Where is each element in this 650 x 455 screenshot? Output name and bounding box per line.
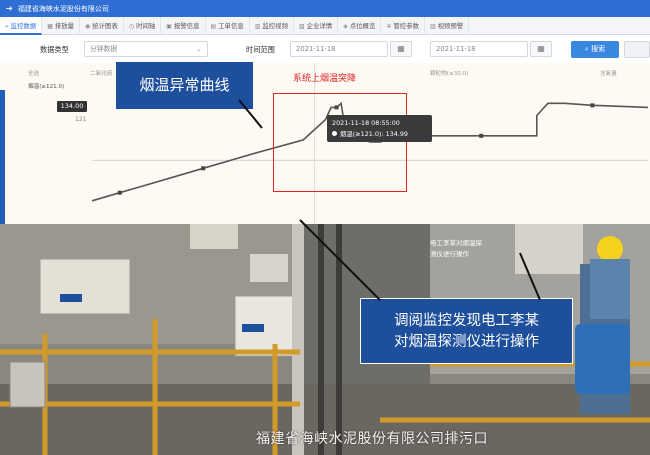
video-icon: ▥ — [254, 23, 261, 30]
photo-watermark: 福建省海峡水泥股份有限公司排污口 — [256, 431, 488, 447]
data-point — [590, 103, 595, 108]
chart-icon: ▦ — [47, 23, 53, 30]
tab-emissions[interactable]: ▦排放量 — [42, 17, 81, 35]
legend-item[interactable]: 含氧量 — [600, 71, 617, 77]
left-edge-strip — [0, 90, 5, 224]
tab-alarms[interactable]: ▣报警信息 — [161, 17, 206, 35]
calendar-icon[interactable]: ▦ — [390, 41, 412, 57]
search-icon: ⌕ — [584, 45, 592, 53]
photo-note: 电工李某对烟温探 测仪进行操作 — [430, 239, 482, 258]
drop-highlight-box — [273, 93, 407, 192]
end-date-input[interactable]: 2021-11-18 — [430, 41, 528, 57]
legend-item[interactable]: 二氧化硫 — [90, 71, 113, 77]
bell-icon: ▣ — [166, 23, 172, 30]
tab-point-overview[interactable]: ◈点位概览 — [338, 17, 382, 35]
search-button[interactable]: ⌕ 搜索 — [571, 41, 619, 58]
legend-item[interactable]: 全选 — [28, 71, 40, 77]
y-marker-label: 134.00 — [57, 101, 87, 112]
tab-work-orders[interactable]: ▤工单信息 — [206, 17, 250, 35]
tab-monitor-video[interactable]: ▥监控视频 — [250, 17, 294, 35]
tab-statistics[interactable]: ◉统计图表 — [80, 17, 124, 35]
series-dot-icon — [332, 131, 337, 136]
video-icon: ▥ — [429, 23, 436, 30]
clock-icon: ◷ — [128, 23, 135, 30]
data-point — [479, 133, 484, 138]
photo-caption-callout: 调阅监控发现电工李某 对烟温探测仪进行操作 — [360, 298, 573, 364]
line-chart-icon: ⌁ — [5, 23, 9, 30]
chevron-down-icon: ⌄ — [196, 45, 202, 53]
legend-series-temp[interactable]: 烟温(≥121.0) — [28, 84, 65, 90]
window-title-bar: ➔ 福建省海峡水泥股份有限公司 — [0, 0, 650, 17]
more-button[interactable] — [624, 41, 650, 58]
doc-icon: ▤ — [210, 23, 217, 30]
tab-monitoring-data[interactable]: ⌁监控数据 — [0, 17, 43, 35]
legend-item[interactable]: 颗粒物(≤30.0) — [430, 71, 469, 77]
abnormal-curve-callout: 烟温异常曲线 — [116, 62, 253, 109]
start-date-input[interactable]: 2021-11-18 — [290, 41, 388, 57]
y-tick-label: 121 — [75, 116, 87, 123]
building-icon: ▧ — [298, 23, 305, 30]
line-chart-panel — [0, 63, 650, 224]
calendar-icon[interactable]: ▦ — [530, 41, 552, 57]
tab-company-details[interactable]: ▧企业详情 — [294, 17, 339, 35]
gear-icon: ✲ — [386, 23, 392, 30]
time-range-label: 时间范围 — [246, 45, 275, 54]
tab-video-warning[interactable]: ▥视频预警 — [425, 17, 470, 35]
filter-bar: 数据类型 分钟数据 ⌄ 时间范围 2021-11-18 ▦ 2021-11-18… — [0, 35, 650, 63]
chart-tooltip: 2021-11-18 08:55:00 烟温(≥121.0): 134.99 — [327, 115, 432, 142]
data-type-label: 数据类型 — [40, 45, 69, 54]
window-title: 福建省海峡水泥股份有限公司 — [17, 5, 109, 13]
data-point — [201, 166, 206, 171]
data-point — [334, 105, 339, 110]
eye-icon: ◉ — [85, 23, 91, 30]
tab-bar: ⌁监控数据 ▦排放量 ◉统计图表 ◷时间轴 ▣报警信息 ▤工单信息 ▥监控视频 … — [0, 17, 650, 35]
tab-control-params[interactable]: ✲管控参数 — [381, 17, 425, 35]
data-type-select[interactable]: 分钟数据 ⌄ — [84, 41, 208, 57]
tab-timeline[interactable]: ◷时间轴 — [124, 17, 162, 35]
pin-icon: ◈ — [343, 23, 348, 30]
nav-arrow-icon[interactable]: ➔ — [6, 4, 13, 13]
drop-label: 系统上烟温突降 — [293, 74, 357, 84]
data-point — [117, 190, 122, 195]
